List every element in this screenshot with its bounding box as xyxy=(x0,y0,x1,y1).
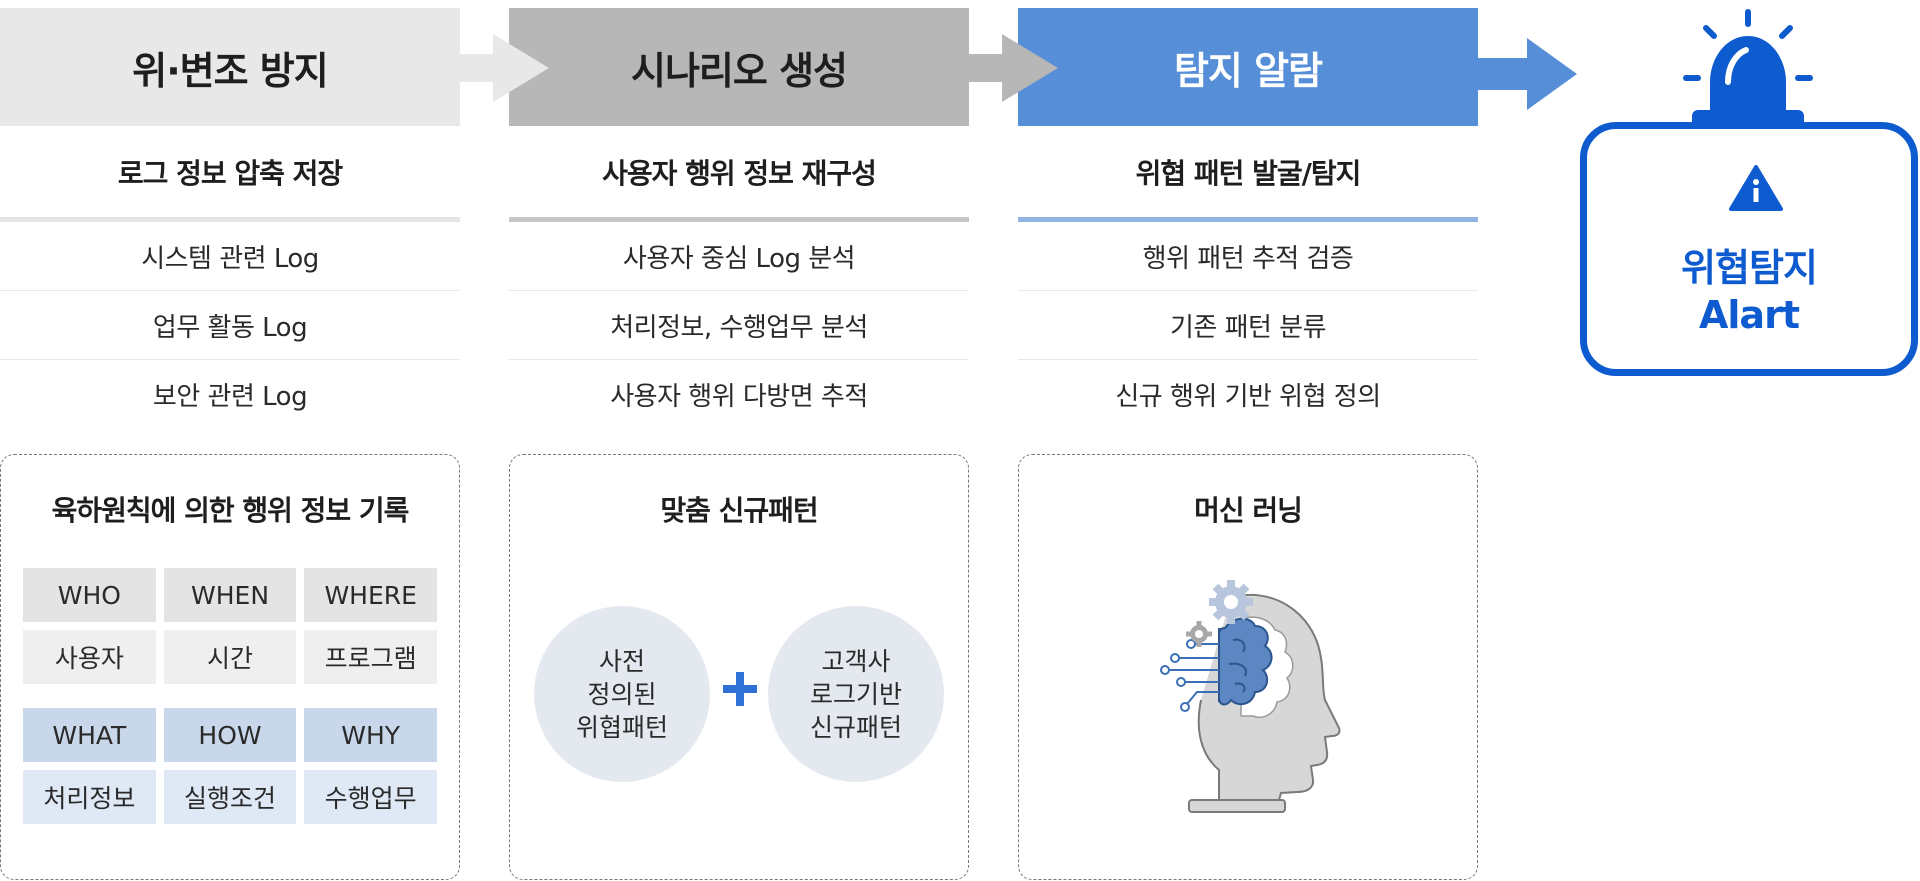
alert-box: 위협탐지 Alart xyxy=(1580,122,1918,376)
stage-item: 신규 행위 기반 위협 정의 xyxy=(1115,382,1381,412)
client-pattern-circle: 고객사 로그기반 신규패턴 xyxy=(768,606,944,782)
circle-line: 사전 xyxy=(598,646,645,676)
stage-item: 처리정보, 수행업무 분석 xyxy=(509,291,969,360)
alert-subtitle: Alart xyxy=(1699,293,1800,337)
machine-learning-box: 머신 러닝 xyxy=(1018,454,1478,880)
warning-triangle-icon xyxy=(1729,165,1783,211)
stage-item: 사용자 행위 다방면 추적 xyxy=(610,382,868,412)
grid-cell: 처리정보 xyxy=(23,770,156,824)
stage-subtitle: 사용자 행위 정보 재구성 xyxy=(509,126,969,222)
threat-alert: 위협탐지 Alart xyxy=(1578,0,1920,380)
stage-header: 위·변조 방지 xyxy=(0,8,460,126)
arrow-right-icon xyxy=(459,34,549,102)
stage-header: 탐지 알람 xyxy=(1018,8,1478,126)
stage-detection-alarm: 탐지 알람 위협 패턴 발굴/탐지 행위 패턴 추적 검증 기존 패턴 분류 신… xyxy=(1018,8,1478,429)
stage-subtitle: 위협 패턴 발굴/탐지 xyxy=(1018,126,1478,222)
grid-cell: 수행업무 xyxy=(304,770,438,824)
stage-item: 기존 패턴 분류 xyxy=(1018,291,1478,360)
circle-line: 위협패턴 xyxy=(575,712,668,742)
grid-cell: WHAT xyxy=(23,708,156,762)
grid-row: 사용자 시간 프로그램 xyxy=(23,630,438,684)
grid-cell: WHO xyxy=(23,568,156,622)
stage-subtitle: 로그 정보 압축 저장 xyxy=(0,126,460,222)
circle-line: 고객사 xyxy=(821,646,891,676)
grid-cell: 실행조건 xyxy=(163,770,297,824)
circle-line: 로그기반 xyxy=(809,679,902,709)
siren-icon xyxy=(1683,9,1813,130)
plus-icon xyxy=(723,672,757,706)
grid-cell: 시간 xyxy=(163,630,297,684)
grid-row: 처리정보 실행조건 수행업무 xyxy=(23,770,438,824)
stage-item: 업무 활동 Log xyxy=(0,291,460,360)
stage-header: 시나리오 생성 xyxy=(509,8,969,126)
box-title: 육하원칙에 의한 행위 정보 기록 xyxy=(51,494,410,527)
alert-title: 위협탐지 xyxy=(1681,246,1818,290)
grid-row: WHAT HOW WHY xyxy=(23,708,438,762)
arrow-right-icon xyxy=(1477,38,1577,110)
stage-item: 보안 관련 Log xyxy=(152,382,308,412)
grid-cell: WHEN xyxy=(163,568,297,622)
circle-line: 신규패턴 xyxy=(809,712,902,742)
five-w-one-h-box: 육하원칙에 의한 행위 정보 기록 WHO WHEN WHERE 사용자 시간 … xyxy=(0,454,460,880)
grid-cell: 프로그램 xyxy=(304,630,438,684)
grid-cell: HOW xyxy=(163,708,297,762)
grid-cell: 사용자 xyxy=(23,630,156,684)
stage-item: 사용자 중심 Log 분석 xyxy=(509,222,969,291)
grid-row: WHO WHEN WHERE xyxy=(23,568,438,622)
box-title: 맞춤 신규패턴 xyxy=(660,494,818,527)
box-title: 머신 러닝 xyxy=(1194,494,1303,527)
custom-pattern-box: 맞춤 신규패턴 사전 정의된 위협패턴 고객사 로그기반 신규패턴 xyxy=(509,454,969,880)
stage-scenario-generation: 시나리오 생성 사용자 행위 정보 재구성 사용자 중심 Log 분석 처리정보… xyxy=(509,8,969,429)
circle-line: 정의된 xyxy=(587,679,657,709)
stage-forgery-prevention: 위·변조 방지 로그 정보 압축 저장 시스템 관련 Log 업무 활동 Log… xyxy=(0,8,460,429)
stage-item: 시스템 관련 Log xyxy=(0,222,460,291)
arrow-right-icon xyxy=(968,34,1058,102)
grid-cell: WHY xyxy=(304,708,438,762)
stage-item: 행위 패턴 추적 검증 xyxy=(1018,222,1478,291)
head-brain-gears-icon xyxy=(1160,580,1341,813)
grid-cell: WHERE xyxy=(304,568,438,622)
predefined-pattern-circle: 사전 정의된 위협패턴 xyxy=(534,606,710,782)
